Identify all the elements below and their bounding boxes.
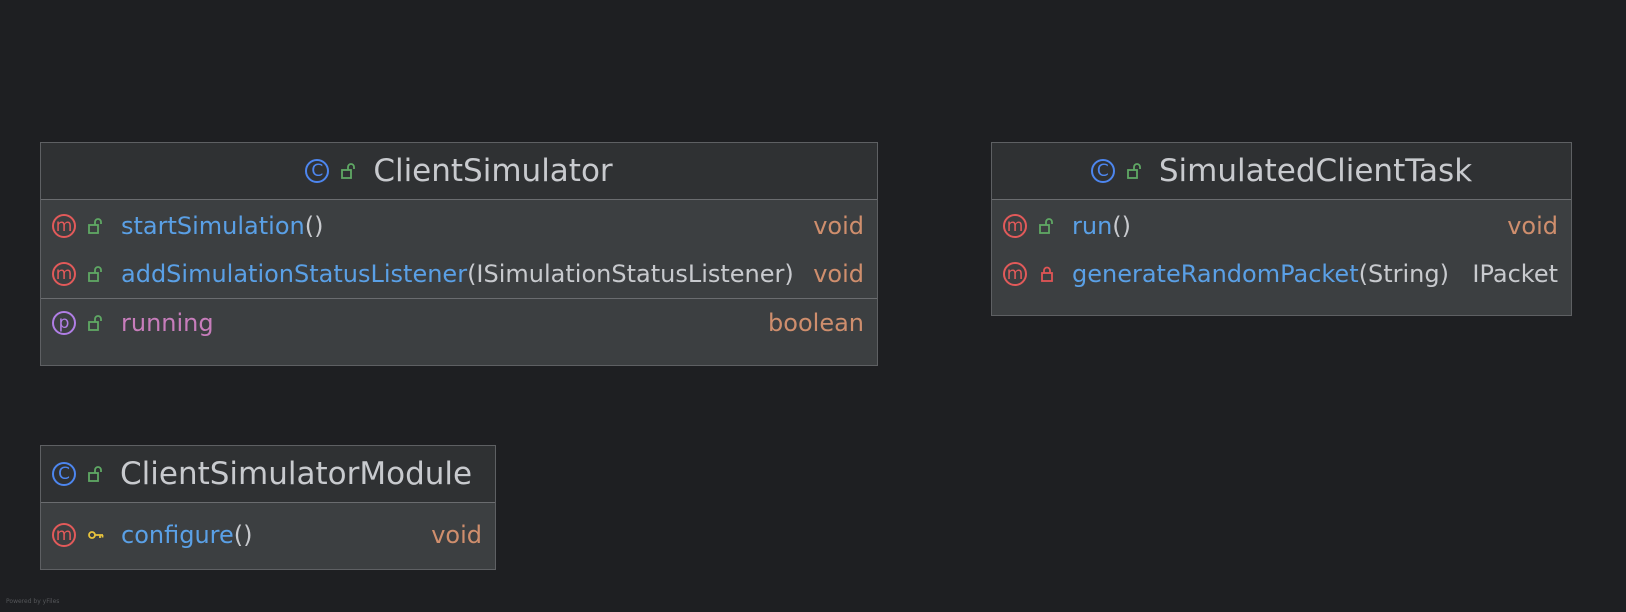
- fields-section: p running boolean: [41, 299, 877, 347]
- unlocked-icon: [86, 313, 106, 333]
- method-name: run: [1072, 212, 1113, 240]
- method-params: (String): [1358, 260, 1449, 288]
- method-name: configure: [121, 521, 234, 549]
- methods-section: m startSimulation () void m addSimulatio…: [41, 200, 877, 299]
- class-name: SimulatedClientTask: [1158, 153, 1473, 189]
- key-icon: [86, 525, 106, 545]
- method-name: addSimulationStatusListener: [121, 260, 468, 288]
- unlocked-icon: [1037, 216, 1057, 236]
- return-type: IPacket: [1472, 260, 1558, 288]
- method-params: (): [1112, 212, 1132, 240]
- method-icon: m: [52, 523, 76, 547]
- class-header: C SimulatedClientTask: [992, 143, 1571, 200]
- method-params: (ISimulationStatusListener): [467, 260, 794, 288]
- unlocked-icon: [86, 464, 106, 484]
- method-row[interactable]: m generateRandomPacket (String) IPacket: [992, 250, 1571, 298]
- class-box-client-simulator-module[interactable]: C ClientSimulatorModule m configure () v…: [40, 445, 496, 570]
- method-icon: m: [52, 214, 76, 238]
- class-name: ClientSimulatorModule: [120, 456, 473, 492]
- return-type: void: [1507, 212, 1558, 240]
- methods-section: m run () void m generateRandomPacket (St…: [992, 200, 1571, 298]
- return-type: void: [431, 521, 482, 549]
- class-icon: C: [52, 462, 76, 486]
- lock-icon: [1037, 264, 1057, 284]
- return-type: void: [813, 260, 864, 288]
- field-name: running: [121, 309, 214, 337]
- class-name: ClientSimulator: [373, 153, 613, 189]
- method-icon: m: [1003, 214, 1027, 238]
- unlocked-icon: [339, 161, 359, 181]
- unlocked-icon: [86, 264, 106, 284]
- method-icon: m: [1003, 262, 1027, 286]
- class-icon: C: [305, 159, 330, 183]
- class-box-simulated-client-task[interactable]: C SimulatedClientTask m run () void m: [991, 142, 1572, 316]
- field-icon: p: [52, 311, 76, 335]
- methods-section: m configure () void: [41, 503, 495, 559]
- method-params: (): [304, 212, 324, 240]
- unlocked-icon: [1125, 161, 1145, 181]
- field-row[interactable]: p running boolean: [41, 299, 877, 347]
- method-params: (): [233, 521, 253, 549]
- method-icon: m: [52, 262, 76, 286]
- method-row[interactable]: m addSimulationStatusListener (ISimulati…: [41, 250, 877, 298]
- field-type: boolean: [768, 309, 864, 337]
- powered-by-label: Powered by yFiles: [6, 598, 60, 605]
- class-header: C ClientSimulator: [41, 143, 877, 200]
- method-row[interactable]: m run () void: [992, 202, 1571, 250]
- method-row[interactable]: m startSimulation () void: [41, 202, 877, 250]
- class-icon: C: [1090, 159, 1115, 183]
- class-box-client-simulator[interactable]: C ClientSimulator m startSimulation () v…: [40, 142, 878, 366]
- class-header: C ClientSimulatorModule: [41, 446, 495, 503]
- method-row[interactable]: m configure () void: [41, 511, 495, 559]
- method-name: startSimulation: [121, 212, 305, 240]
- unlocked-icon: [86, 216, 106, 236]
- method-name: generateRandomPacket: [1072, 260, 1359, 288]
- return-type: void: [813, 212, 864, 240]
